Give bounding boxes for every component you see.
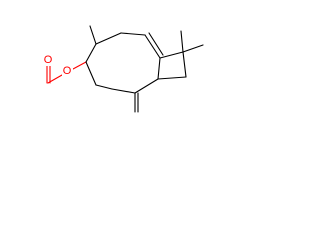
bond-cb-right: [182, 51, 187, 78]
bond-gem-methyl-2: [182, 44, 204, 53]
bond-ring-bottom-left: [95, 84, 113, 90]
bond-ring-alkene-1: [144, 34, 161, 59]
bond-cb-top: [159, 51, 184, 59]
ester-oxygen-label: O: [63, 65, 72, 77]
bond-ester-o-ring-c: [72, 61, 87, 70]
cyclobutane-ring: [157, 30, 204, 80]
bond-ring-alkene-2: [148, 32, 164, 56]
atom-label-ring-oxygen: O: [62, 65, 73, 77]
bond-ring-top-left: [95, 32, 122, 45]
bond-ring-bridgehead-down: [157, 57, 161, 80]
bond-ring-bottom: [111, 88, 136, 94]
nine-membered-ring: [85, 25, 164, 94]
methylene-group: [134, 92, 139, 113]
bond-formyl-c-ester-o: [47, 74, 63, 84]
bond-ring-left: [85, 61, 97, 86]
bond-ring-top: [120, 32, 146, 36]
bond-c-ester-c-methyl: [85, 43, 97, 63]
molecule-structure: O O: [42, 25, 204, 113]
bond-ring-exo-carbon: [134, 78, 159, 94]
carbonyl-oxygen-label: O: [44, 54, 53, 66]
atom-label-carbonyl-oxygen: O: [42, 54, 53, 66]
bond-cb-bottom: [157, 76, 187, 80]
formate-group: [46, 61, 87, 84]
bond-gem-methyl-1: [180, 30, 184, 53]
bond-methyl-branch: [89, 25, 97, 45]
